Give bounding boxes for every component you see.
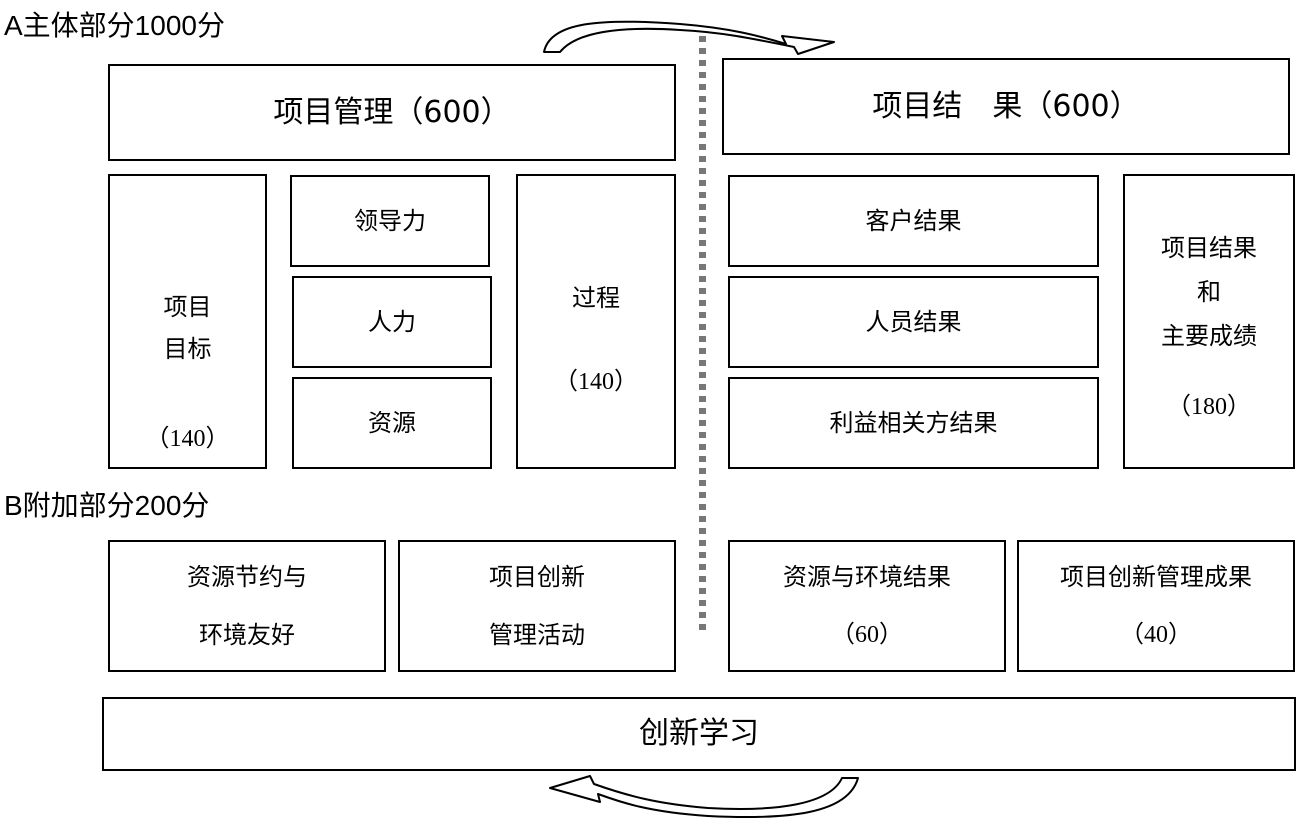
bottom-cycle-arrow-icon <box>549 775 859 819</box>
key-achievements-line1: 项目结果 <box>1161 234 1257 262</box>
people-result-label: 人员结果 <box>865 307 962 336</box>
project-result-box: 项目结 果（600） <box>722 58 1290 155</box>
people-result-box: 人员结果 <box>728 276 1099 368</box>
innovation-activities-line2: 管理活动 <box>489 621 585 649</box>
key-achievements-line2: 和 <box>1197 278 1221 306</box>
resources-label: 资源 <box>368 408 416 437</box>
key-achievements-score: （180） <box>1167 394 1251 420</box>
section-b-label: B附加部分200分 <box>4 490 210 521</box>
innovation-result-label: 项目创新管理成果 <box>1060 563 1252 591</box>
innovation-activities-box: 项目创新 管理活动 <box>398 540 676 672</box>
vertical-divider <box>699 36 706 634</box>
leadership-label: 领导力 <box>354 206 426 235</box>
environment-result-label: 资源与环境结果 <box>783 563 951 591</box>
section-a-label: A主体部分1000分 <box>4 10 225 41</box>
customer-result-box: 客户结果 <box>728 175 1099 267</box>
environment-result-score: （60） <box>831 622 903 648</box>
innovation-learning-label: 创新学习 <box>639 716 759 751</box>
resource-saving-box: 资源节约与 环境友好 <box>108 540 386 672</box>
resource-saving-line1: 资源节约与 <box>187 563 307 591</box>
innovation-activities-line1: 项目创新 <box>489 563 585 591</box>
goal-line1: 项目 <box>163 293 212 321</box>
key-achievements-line3: 主要成绩 <box>1161 322 1257 350</box>
goal-score: （140） <box>145 426 230 452</box>
process-box: 过程 （140） <box>516 174 676 469</box>
environment-result-box: 资源与环境结果 （60） <box>728 540 1006 672</box>
top-cycle-arrow-icon <box>543 20 835 55</box>
innovation-result-box: 项目创新管理成果 （40） <box>1017 540 1295 672</box>
project-goal-box: 项目 目标 （140） <box>108 174 267 469</box>
leadership-box: 领导力 <box>290 175 490 267</box>
process-label: 过程 <box>572 284 620 312</box>
resource-saving-line2: 环境友好 <box>199 621 295 649</box>
innovation-result-score: （40） <box>1120 622 1192 648</box>
project-management-title: 项目管理（600） <box>273 94 511 130</box>
stakeholder-result-label: 利益相关方结果 <box>829 408 998 437</box>
human-resources-box: 人力 <box>292 276 492 368</box>
innovation-learning-bar: 创新学习 <box>102 697 1296 771</box>
goal-line2: 目标 <box>163 335 212 363</box>
key-achievements-box: 项目结果 和 主要成绩 （180） <box>1123 174 1295 469</box>
stakeholder-result-box: 利益相关方结果 <box>728 377 1099 469</box>
project-result-title: 项目结 果（600） <box>872 88 1140 124</box>
process-score: （140） <box>554 368 638 395</box>
customer-result-label: 客户结果 <box>865 206 962 235</box>
human-resources-label: 人力 <box>368 307 416 336</box>
resources-box: 资源 <box>292 377 492 469</box>
project-management-box: 项目管理（600） <box>108 64 676 161</box>
